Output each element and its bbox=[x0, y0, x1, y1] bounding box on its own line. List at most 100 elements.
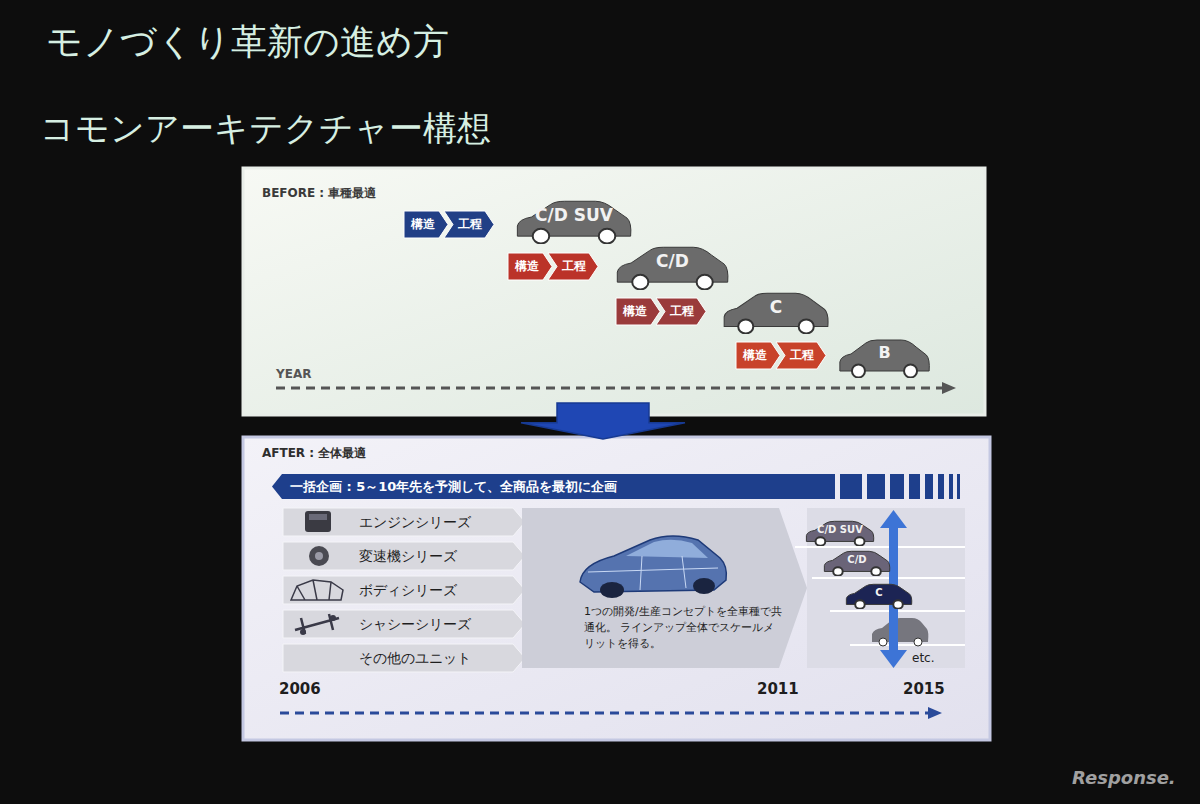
node-text: 構造 bbox=[515, 259, 539, 273]
car-body bbox=[617, 247, 728, 289]
node-text: C bbox=[770, 297, 782, 317]
node-text: 1つの開発/生産コンセプトを全車種で共通化。 ラインアップ全体でスケールメリット… bbox=[584, 604, 784, 652]
timeline bbox=[276, 387, 944, 390]
chevron bbox=[736, 342, 780, 369]
car-body bbox=[806, 521, 873, 545]
year-label: 2015 bbox=[903, 680, 945, 698]
year-label: 2011 bbox=[757, 680, 799, 698]
lineup-ground bbox=[807, 508, 965, 668]
chassis-icon bbox=[300, 629, 306, 635]
car-wheel bbox=[893, 600, 903, 608]
node-text: 変速機シリーズ bbox=[359, 548, 457, 565]
timeline bbox=[280, 712, 930, 715]
node-shape bbox=[522, 508, 807, 668]
chevron bbox=[508, 253, 552, 280]
chassis-icon bbox=[330, 615, 336, 621]
arrow-head bbox=[928, 707, 942, 719]
car-wheel bbox=[852, 365, 865, 378]
node-text: C/D bbox=[847, 554, 866, 566]
step-chevron: 構造 bbox=[404, 211, 448, 238]
car-silhouette: C bbox=[722, 291, 830, 334]
engine-icon bbox=[309, 514, 327, 520]
year-label: 2006 bbox=[279, 680, 321, 698]
bar-stripes bbox=[840, 474, 960, 499]
step-chevron: 工程 bbox=[656, 298, 706, 325]
car-body bbox=[840, 340, 929, 378]
concept-chevron: 1つの開発/生産コンセプトを全車種で共通化。 ラインアップ全体でスケールメリット… bbox=[522, 508, 807, 668]
after-panel: AFTER : 全体最適一括企画 : 5～10年先を予測して、全商品を最初に企画… bbox=[243, 437, 990, 740]
car-body bbox=[724, 293, 828, 333]
node-text: B bbox=[878, 343, 890, 362]
chevron bbox=[656, 298, 706, 325]
node-text: 構造 bbox=[411, 217, 435, 231]
arrow-head bbox=[942, 382, 956, 394]
step-chevron: 工程 bbox=[776, 342, 826, 369]
car-silhouette: B bbox=[838, 338, 931, 378]
node-text: エンジンシリーズ bbox=[359, 514, 471, 531]
gearbox-icon bbox=[315, 552, 323, 560]
unit-band: ボディシリーズ bbox=[283, 576, 525, 604]
panel-ground bbox=[243, 437, 990, 740]
car-silhouette: C/D SUV bbox=[515, 199, 633, 244]
band bbox=[283, 508, 525, 536]
before-panel: BEFORE : 車種最適構造工程C/D SUV構造工程C/D構造工程C構造工程… bbox=[243, 168, 985, 415]
car-wheel bbox=[799, 319, 814, 333]
band bbox=[283, 644, 525, 672]
car-silhouette: C/D bbox=[615, 245, 730, 290]
band bbox=[283, 542, 525, 570]
planning-bar: 一括企画 : 5～10年先を予測して、全商品を最初に企画 bbox=[272, 474, 835, 499]
body-icon bbox=[291, 580, 343, 600]
small-car bbox=[872, 618, 928, 646]
car-wheel bbox=[816, 537, 826, 545]
car-illustration bbox=[600, 582, 624, 598]
chevron bbox=[522, 508, 807, 668]
band bbox=[283, 576, 525, 604]
car-wheel bbox=[855, 600, 865, 608]
step-chevron: 構造 bbox=[616, 298, 660, 325]
car-illustration bbox=[626, 540, 708, 558]
chevron bbox=[444, 211, 494, 238]
car-wheel bbox=[697, 275, 713, 290]
node-text: 構造 bbox=[623, 304, 647, 318]
unit-band: その他のユニット bbox=[283, 644, 525, 672]
node-text: 工程 bbox=[458, 217, 482, 231]
node-text: C/D SUV bbox=[817, 524, 863, 536]
car-wheel bbox=[904, 365, 917, 378]
step-chevron: 工程 bbox=[444, 211, 494, 238]
chevron bbox=[616, 298, 660, 325]
axis-label: YEAR bbox=[276, 367, 311, 381]
slide-title: モノづくり革新の進め方 bbox=[46, 20, 449, 63]
car-wheel bbox=[599, 229, 616, 244]
car-wheel bbox=[738, 319, 753, 333]
unit-band: シャシーシリーズ bbox=[283, 610, 525, 638]
car-silhouette: C/D bbox=[823, 550, 891, 576]
block-arrow bbox=[521, 403, 685, 439]
chevron bbox=[404, 211, 448, 238]
node-text: 構造 bbox=[743, 348, 767, 362]
node-text: BEFORE : 車種最適 bbox=[262, 186, 376, 200]
chevron bbox=[548, 253, 598, 280]
node-text: 工程 bbox=[562, 259, 586, 273]
band bbox=[283, 610, 525, 638]
engine-icon bbox=[305, 511, 331, 532]
car-body bbox=[846, 584, 911, 608]
node-text: C/D SUV bbox=[535, 205, 613, 225]
node-text: AFTER : 全体最適 bbox=[262, 446, 366, 460]
car-silhouette: C/D SUV bbox=[805, 520, 875, 546]
car-wheel bbox=[855, 537, 865, 545]
chassis-icon bbox=[295, 614, 339, 634]
step-chevron: 工程 bbox=[548, 253, 598, 280]
car-body bbox=[824, 551, 889, 575]
unit-band: 変速機シリーズ bbox=[283, 542, 525, 570]
note: etc. bbox=[912, 651, 935, 665]
node-text: ボディシリーズ bbox=[359, 582, 457, 599]
car-illustration bbox=[693, 578, 715, 594]
subtitle: コモンアーキテクチャー構想 bbox=[40, 108, 491, 149]
watermark: Response. bbox=[1072, 767, 1176, 789]
step-chevron: 構造 bbox=[508, 253, 552, 280]
lineup-lines bbox=[795, 547, 965, 645]
car-body bbox=[517, 201, 631, 243]
panel-ground bbox=[243, 168, 985, 415]
car-wheel bbox=[871, 567, 881, 575]
